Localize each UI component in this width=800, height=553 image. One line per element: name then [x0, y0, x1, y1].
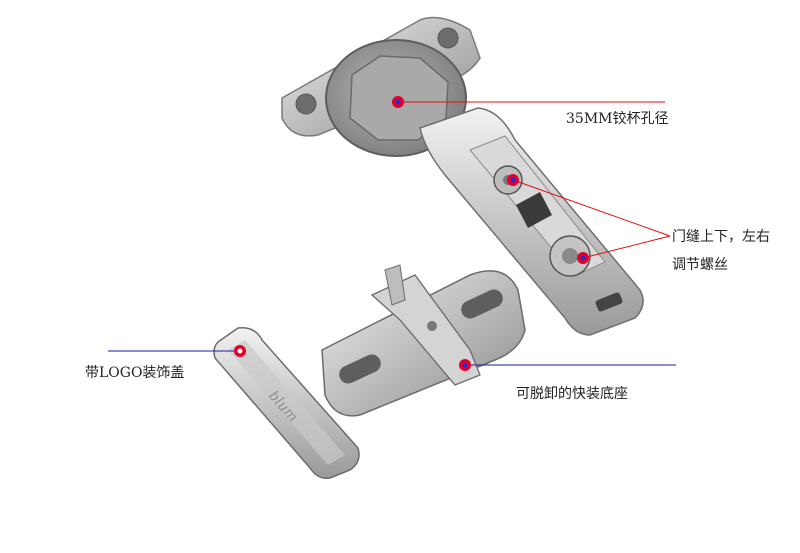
- red-dot-marker: [234, 345, 246, 357]
- red-dot-marker: [459, 359, 471, 371]
- logo-cover-image: blum: [213, 327, 360, 480]
- wing-hole-icon: [437, 27, 459, 49]
- red-dot-marker: [392, 96, 404, 108]
- red-dot-marker: [577, 252, 589, 264]
- red-dot-marker: [507, 174, 519, 186]
- label-cup-diameter: 35MM铰杯孔径: [566, 111, 669, 127]
- wing-hole-icon: [295, 93, 317, 115]
- leader-line-adjust-1: [512, 179, 671, 237]
- leader-line-adjust-2: [582, 235, 671, 259]
- label-logo-cover: 带LOGO装饰盖: [85, 365, 185, 381]
- label-quick-release-plate: 可脱卸的快装底座: [516, 386, 628, 402]
- label-adjust-screw-line1: 门缝上下，左右: [672, 229, 770, 245]
- label-adjust-screw-line2: 调节螺丝: [672, 257, 728, 273]
- mounting-plate-image: [321, 264, 526, 417]
